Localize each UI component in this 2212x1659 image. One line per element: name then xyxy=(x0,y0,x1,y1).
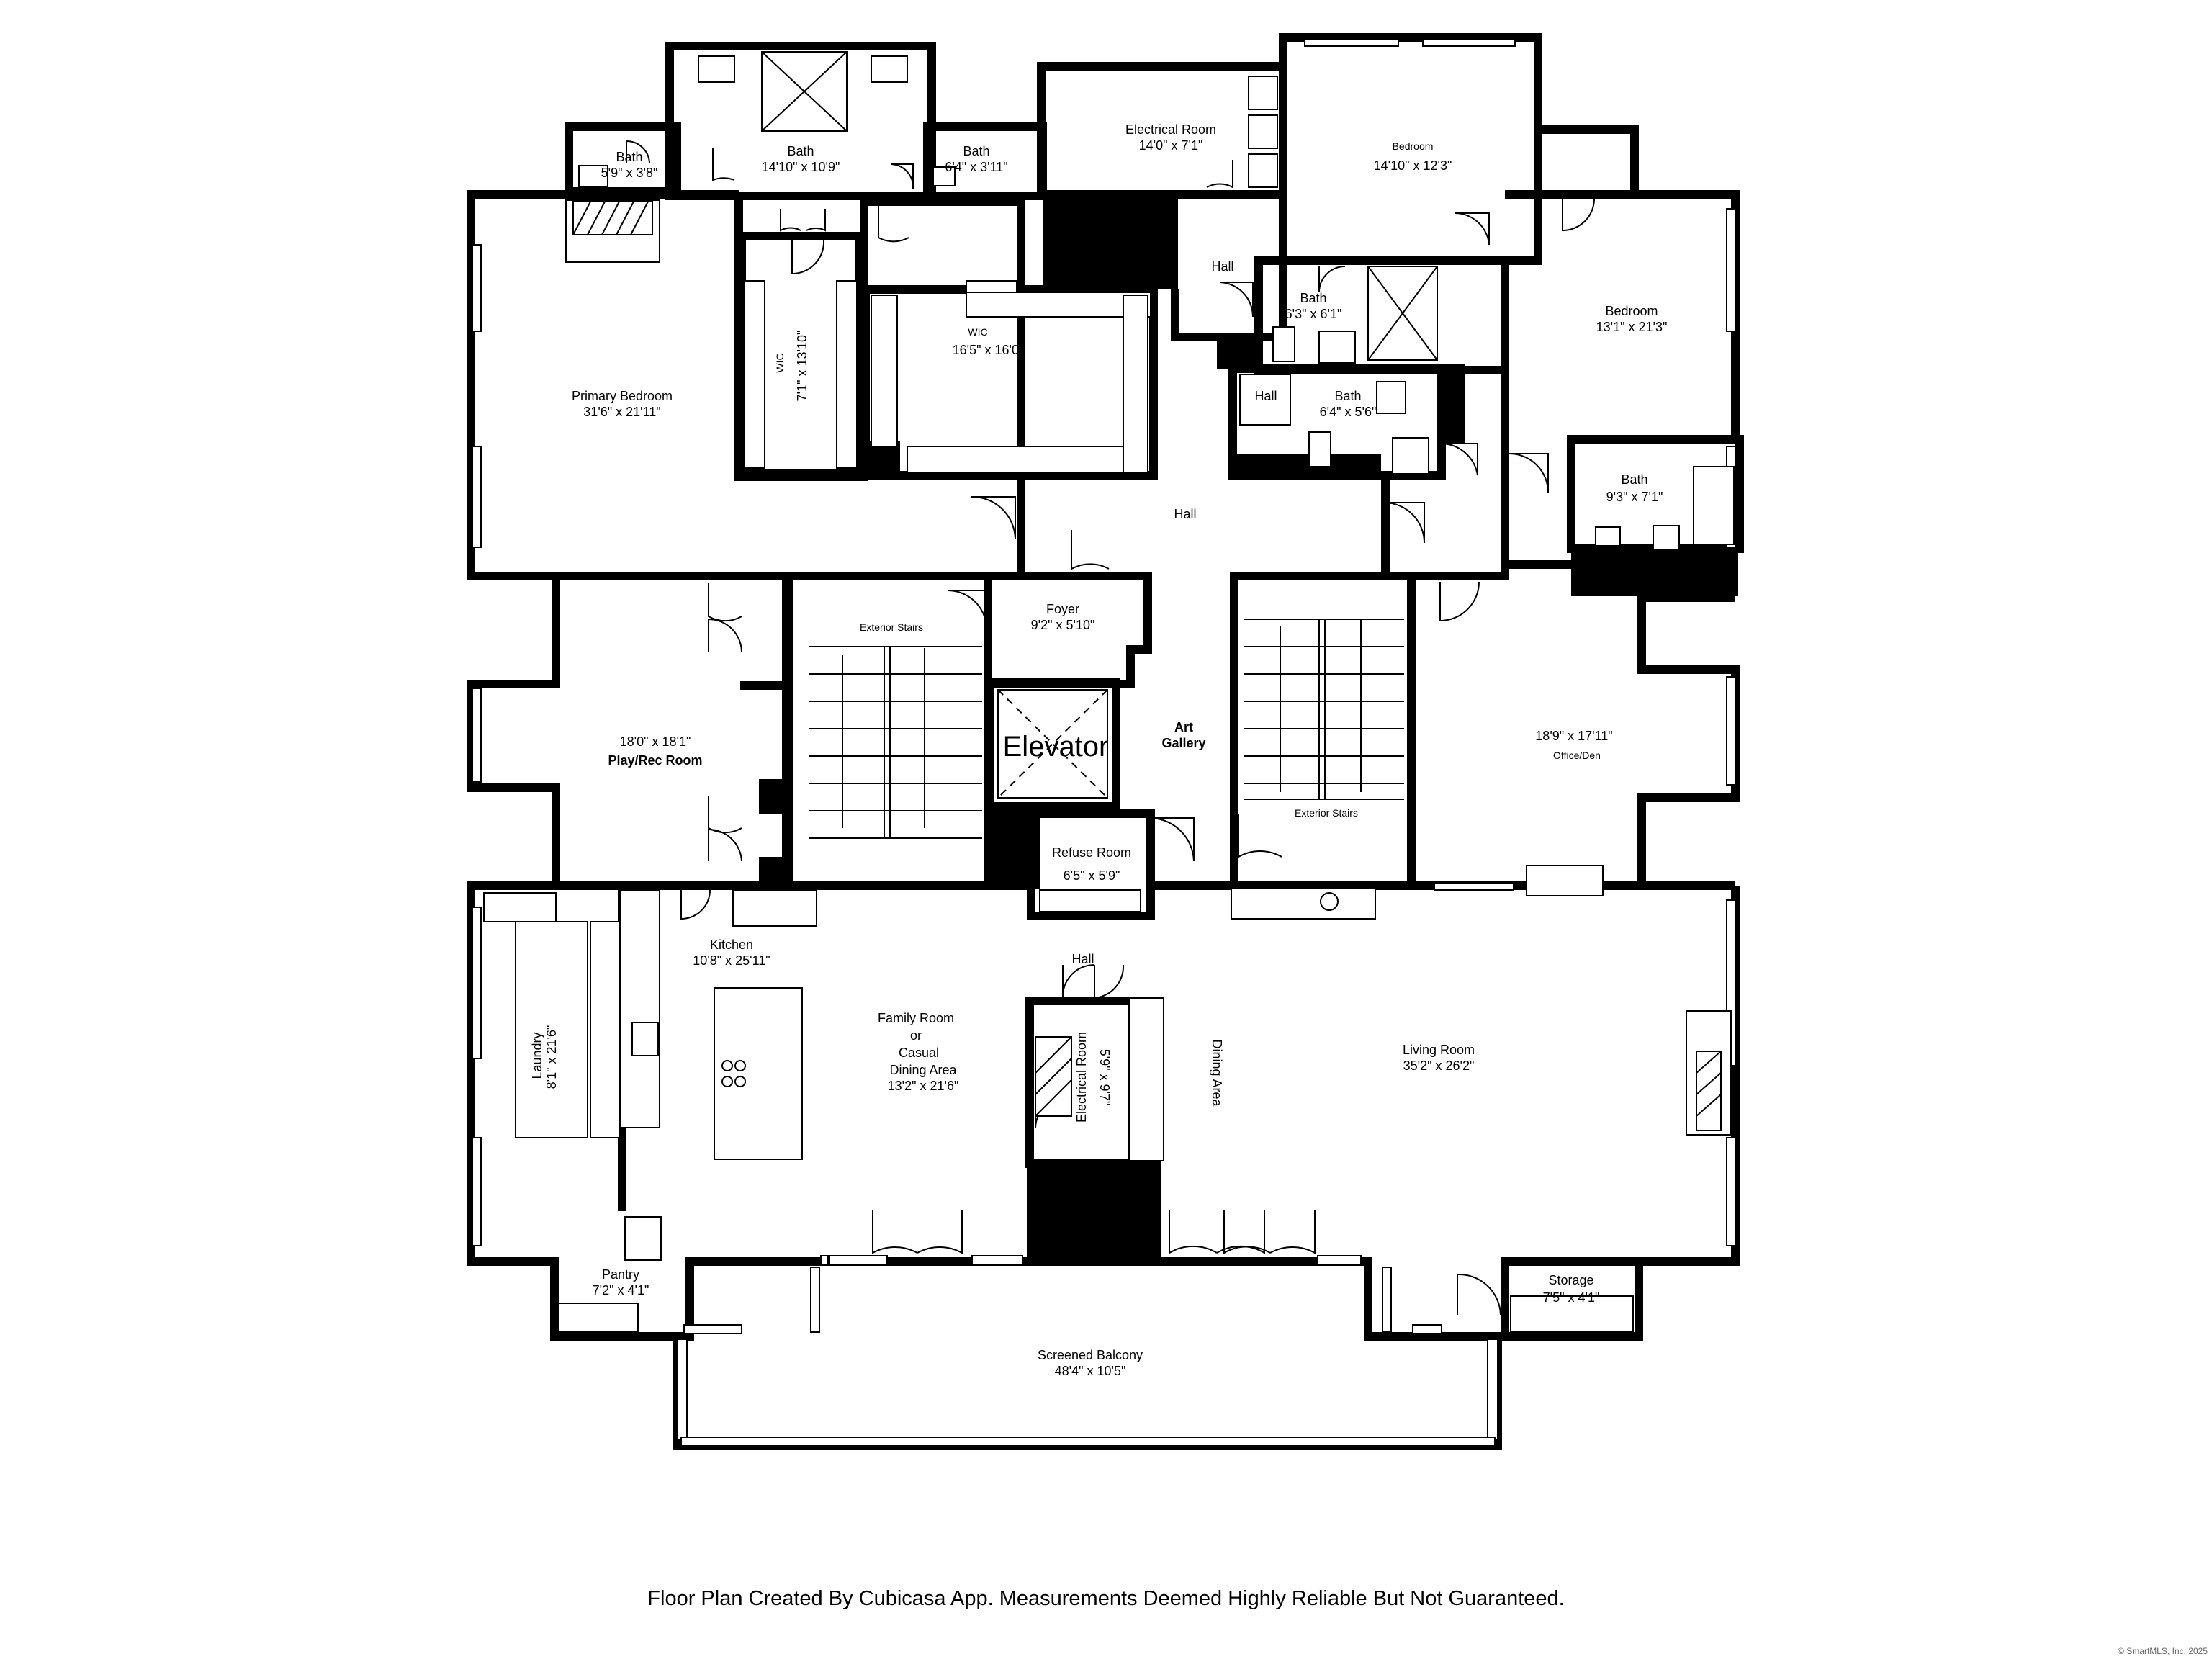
fixtures xyxy=(483,51,1735,1333)
room-office: 18'9" x 17'11" Office/Den xyxy=(1535,729,1612,761)
room-balcony: Screened Balcony 48'4" x 10'5" xyxy=(1038,1348,1143,1378)
room-foyer: Foyer 9'2" x 5'10" xyxy=(1031,602,1095,632)
room-name: Play/Rec Room xyxy=(608,753,702,768)
room-dims: 6'4" x 5'6" xyxy=(1320,405,1377,419)
room-name: Bath xyxy=(963,144,989,158)
room-bath-mid: Bath 6'4" x 3'11" xyxy=(945,144,1007,174)
room-dims: 18'0" x 18'1" xyxy=(620,734,691,749)
room-name: WIC xyxy=(968,326,987,338)
room-name-line1: Family Room xyxy=(878,1011,954,1025)
room-dims: 6'3" x 6'1" xyxy=(1285,307,1342,321)
room-labels: Bath 5'9" x 3'8" Bath 14'10" x 10'9" Bat… xyxy=(530,122,1667,1378)
room-name: Bath xyxy=(787,144,814,158)
stairs-right xyxy=(1244,619,1404,800)
room-bath-right: Bath 9'3" x 7'1" xyxy=(1606,472,1663,504)
room-name: Bath xyxy=(1621,472,1647,487)
room-wic-small: WIC 7'1" x 13'10" xyxy=(774,331,809,402)
room-dims: 7'5" x 4'1" xyxy=(1543,1290,1600,1305)
room-name: Kitchen xyxy=(710,938,753,952)
room-electrical-top: Electrical Room 14'0" x 7'1" xyxy=(1125,122,1216,153)
room-electrical-bottom: Electrical Room 5'9" x 9'7" xyxy=(1074,1032,1112,1123)
room-hall-b: Hall xyxy=(1254,389,1277,403)
room-name-line2: Gallery xyxy=(1161,736,1205,750)
room-name: Bath xyxy=(1300,291,1326,305)
room-hall-d: Hall xyxy=(1071,952,1094,966)
stairs-left xyxy=(809,646,982,839)
disclaimer-footer: Floor Plan Created By Cubicasa App. Meas… xyxy=(647,1587,1565,1610)
room-name: Bath xyxy=(1334,389,1361,403)
room-name-line2: or xyxy=(910,1028,922,1043)
room-hall-a: Hall xyxy=(1211,259,1233,274)
room-dims: 13'2" x 21'6" xyxy=(888,1079,959,1093)
room-name: Storage xyxy=(1548,1273,1593,1287)
room-bath-top: Bath 14'10" x 10'9" xyxy=(762,144,840,174)
room-bath-c: Bath 6'3" x 6'1" xyxy=(1285,291,1342,321)
room-dims: 18'9" x 17'11" xyxy=(1535,729,1612,743)
room-name: Laundry xyxy=(530,1032,544,1079)
room-dims: 5'9" x 9'7" xyxy=(1097,1049,1112,1106)
room-dims: 14'0" x 7'1" xyxy=(1139,138,1203,153)
room-name: Refuse Room xyxy=(1052,845,1131,860)
room-bedroom-right: Bedroom 13'1" x 21'3" xyxy=(1596,304,1668,334)
room-wic-large: WIC 16'5" x 16'0" xyxy=(953,326,1024,357)
room-name: Foyer xyxy=(1046,602,1079,616)
room-dining: Dining Area xyxy=(1210,1039,1224,1107)
room-play-rec: 18'0" x 18'1" Play/Rec Room xyxy=(608,734,702,768)
room-family: Family Room or Casual Dining Area 13'2" … xyxy=(878,1011,958,1093)
room-dims: 31'6" x 21'11" xyxy=(583,405,660,419)
room-name-line3: Casual xyxy=(899,1046,939,1060)
room-dims: 7'2" x 4'1" xyxy=(593,1283,649,1298)
room-hall-main: Hall xyxy=(1174,507,1196,521)
room-bath-left: Bath 5'9" x 3'8" xyxy=(601,150,658,180)
room-name: Bath xyxy=(616,150,642,164)
room-living: Living Room 35'2" x 26'2" xyxy=(1403,1043,1475,1073)
room-name: Pantry xyxy=(602,1267,639,1282)
room-dims: 9'2" x 5'10" xyxy=(1031,618,1095,632)
room-dims: 16'5" x 16'0" xyxy=(953,343,1024,357)
room-name: Bedroom xyxy=(1393,140,1434,152)
room-name: Primary Bedroom xyxy=(572,389,673,403)
room-kitchen: Kitchen 10'8" x 25'11" xyxy=(693,938,770,968)
room-dims: 9'3" x 7'1" xyxy=(1606,490,1663,504)
room-dims: 48'4" x 10'5" xyxy=(1055,1364,1126,1378)
room-dims: 5'9" x 3'8" xyxy=(601,166,658,180)
room-dims: 35'2" x 26'2" xyxy=(1403,1058,1475,1073)
room-elevator: Elevator xyxy=(1003,731,1109,763)
room-dims: 14'10" x 10'9" xyxy=(762,160,840,174)
room-storage: Storage 7'5" x 4'1" xyxy=(1543,1273,1600,1305)
room-name: Living Room xyxy=(1403,1043,1475,1057)
room-stairs-left: Exterior Stairs xyxy=(860,621,923,633)
room-name: WIC xyxy=(774,353,786,372)
doors xyxy=(626,140,1595,1316)
room-dims: 13'1" x 21'3" xyxy=(1596,320,1668,334)
room-name-line4: Dining Area xyxy=(889,1063,957,1077)
room-art-gallery: Art Gallery xyxy=(1161,720,1205,750)
room-dims: 7'1" x 13'10" xyxy=(795,331,809,402)
windows xyxy=(472,38,1736,1447)
room-pantry: Pantry 7'2" x 4'1" xyxy=(593,1267,649,1298)
room-dims: 6'4" x 3'11" xyxy=(945,160,1007,174)
room-name: Bedroom xyxy=(1605,304,1658,318)
solid-wall-blocks xyxy=(759,193,1738,1262)
room-name-line1: Art xyxy=(1174,720,1193,734)
room-name: Screened Balcony xyxy=(1038,1348,1143,1362)
room-dims: 6'5" x 5'9" xyxy=(1064,868,1120,883)
room-stairs-right: Exterior Stairs xyxy=(1295,807,1358,819)
copyright-notice: © SmartMLS, Inc. 2025 xyxy=(2118,1646,2208,1656)
room-dims: 14'10" x 12'3" xyxy=(1374,158,1452,173)
room-laundry: Laundry 8'1" x 21'6" xyxy=(530,1025,559,1089)
room-dims: 8'1" x 21'6" xyxy=(544,1025,559,1089)
room-name: Office/Den xyxy=(1553,750,1601,761)
room-bedroom-top: Bedroom 14'10" x 12'3" xyxy=(1374,140,1452,173)
room-primary-bedroom: Primary Bedroom 31'6" x 21'11" xyxy=(572,389,673,419)
room-bath-d: Bath 6'4" x 5'6" xyxy=(1320,389,1377,419)
room-dims: 10'8" x 25'11" xyxy=(693,953,770,968)
room-name: Electrical Room xyxy=(1125,122,1216,137)
room-hall-c: Hall xyxy=(1453,405,1467,427)
room-name: Electrical Room xyxy=(1074,1032,1089,1123)
room-refuse: Refuse Room 6'5" x 5'9" xyxy=(1052,845,1131,883)
